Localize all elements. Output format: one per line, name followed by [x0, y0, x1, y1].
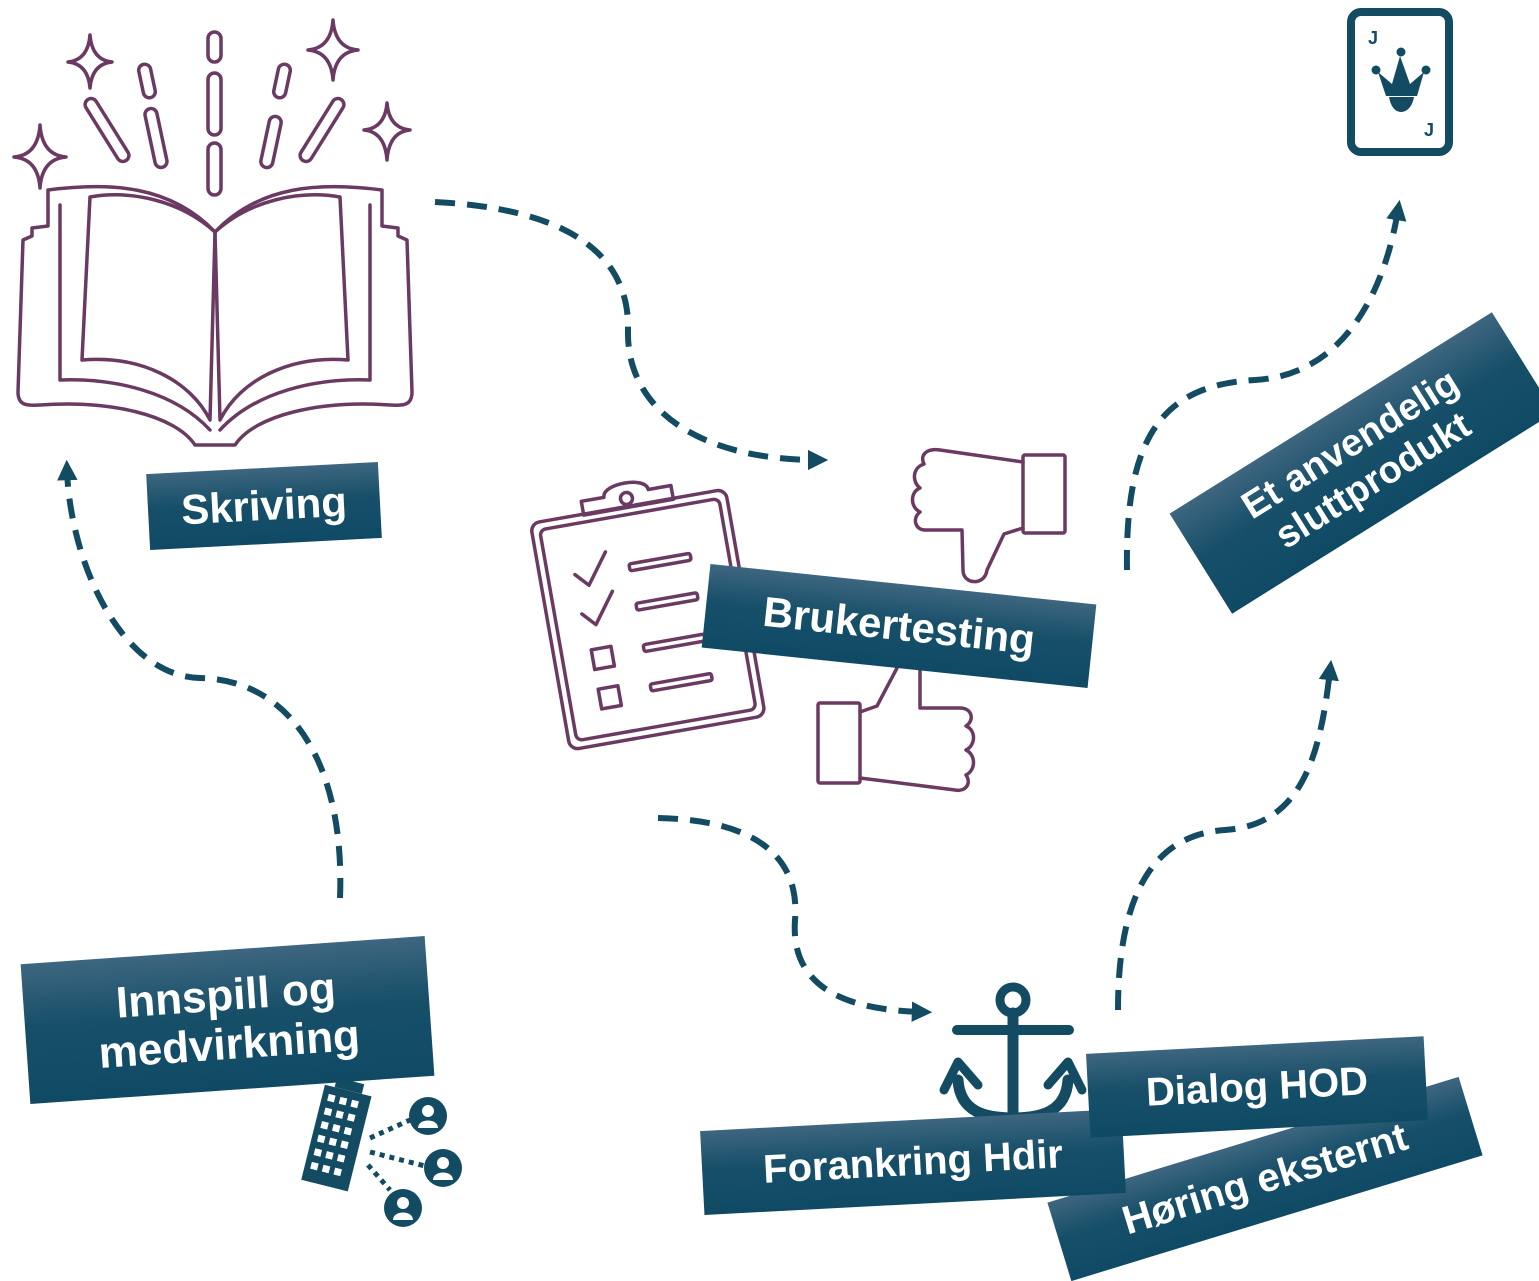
- open-book-icon: [12, 18, 414, 447]
- arrow-brukertesting-to-sluttprodukt: [1123, 199, 1407, 571]
- thumbs-up-icon: [816, 656, 976, 793]
- jester-card-icon: J J: [1347, 8, 1453, 156]
- arrow-skriving-to-brukertesting: [434, 199, 829, 471]
- label-dialog: Dialog HOD: [1086, 1036, 1428, 1138]
- building-network-icon: [301, 1077, 462, 1227]
- sparkle-rays: [12, 18, 412, 197]
- card-rank-top: J: [1368, 28, 1378, 48]
- label-skriving: Skriving: [146, 461, 382, 551]
- arrow-innspill-to-skriving: [57, 459, 344, 899]
- label-innspill: Innspill og medvirkning: [20, 936, 435, 1104]
- arrow-to-forankring: [657, 815, 933, 1022]
- anchor-icon: [939, 982, 1087, 1124]
- card-rank-bottom: J: [1424, 120, 1434, 140]
- arrow-dialog-to-sluttprodukt: [1115, 659, 1340, 1011]
- thumbs-down-icon: [910, 447, 1067, 584]
